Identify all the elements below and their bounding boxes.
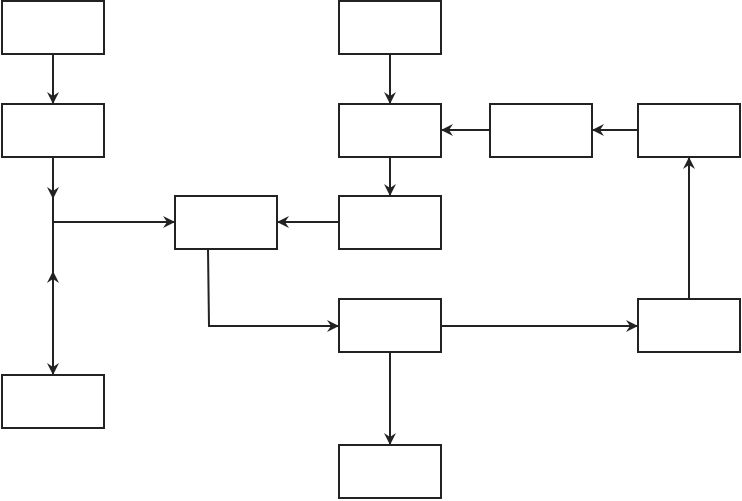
box-top-left — [1, 0, 105, 55]
box-top-middle — [338, 0, 442, 55]
box-left-2 — [1, 103, 105, 158]
box-mid-middle — [338, 195, 442, 250]
box-mid-lower — [338, 298, 442, 353]
box-bottom-left — [1, 374, 105, 429]
box-bottom-middle — [338, 444, 442, 499]
box-right-upper-a — [489, 103, 593, 158]
box-right-upper-b — [637, 103, 741, 158]
arrow-center-to-mid-lower — [207, 248, 339, 332]
box-mid-upper — [338, 103, 442, 158]
diagram-connectors — [47, 54, 695, 445]
box-right-lower — [637, 298, 741, 353]
box-center — [174, 195, 278, 250]
